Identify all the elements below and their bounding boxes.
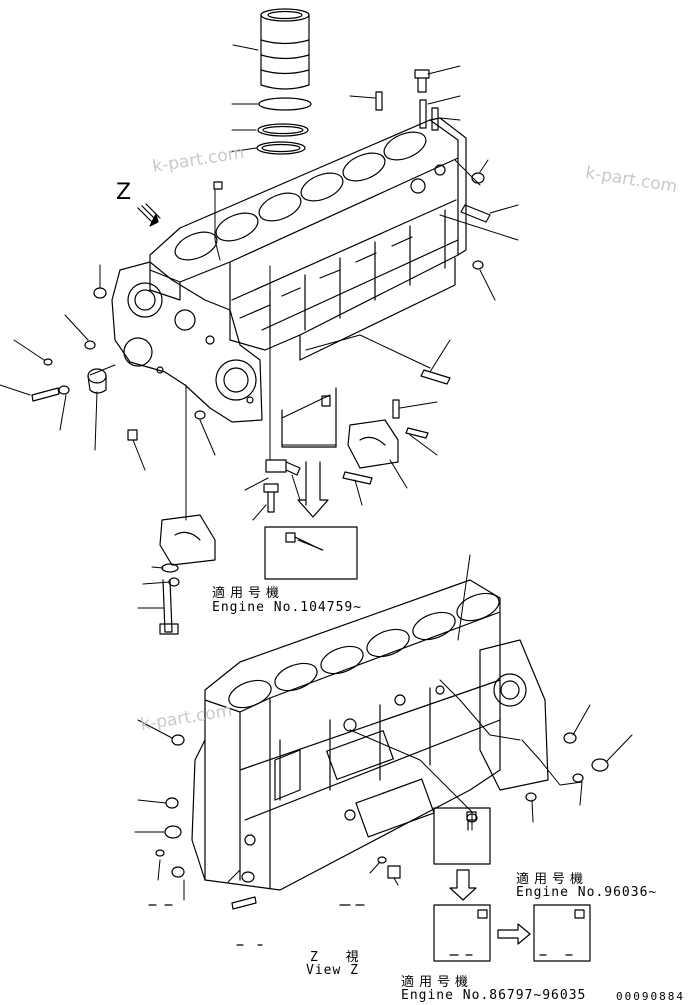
cylinder-liner [260, 8, 310, 90]
applicable-serial-label-bottom: 適用号機 [401, 975, 474, 990]
view-z-caption-jp: Z 視 [310, 950, 369, 965]
applicable-serial-label-upper: 適用号機 [212, 586, 285, 601]
leader-lines [0, 44, 633, 901]
applicable-serial-label-right: 適用号機 [516, 872, 589, 887]
o-rings [256, 97, 312, 155]
view-z-marker: Z [116, 180, 132, 205]
drawing-code: 00090884 [616, 990, 685, 1003]
main-bearing-caps [159, 419, 399, 566]
bolts-and-pins [31, 69, 609, 910]
view-z-arrow [137, 203, 161, 227]
engine-number-right: Engine No.96036~ [516, 885, 658, 900]
lower-cylinder-block [191, 579, 549, 891]
detail-boxes [148, 387, 591, 962]
engine-number-bottom: Engine No.86797~96035 [401, 988, 587, 1003]
view-z-caption-en: View Z [306, 963, 359, 978]
engine-number-upper: Engine No.104759~ [212, 600, 363, 615]
